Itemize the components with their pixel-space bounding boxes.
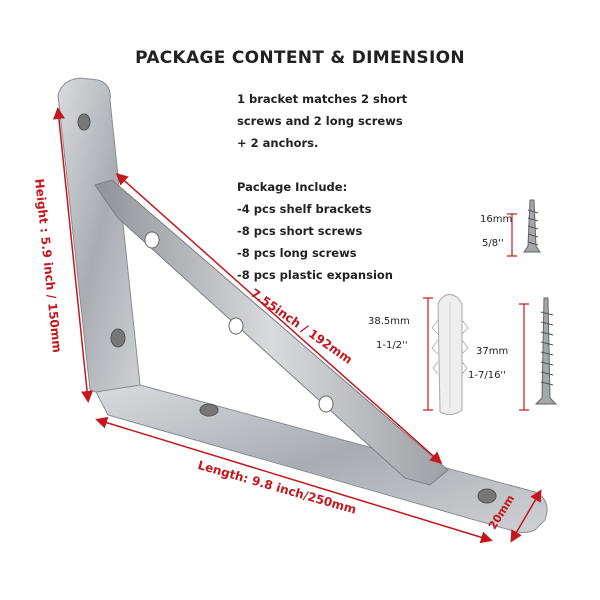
long-screw-inch: 1-7/16'' [468, 370, 506, 381]
long-screw-mm: 37mm [476, 346, 509, 357]
short-screw-icon [507, 199, 541, 257]
package-include-list: Package Include: -4 pcs shelf brackets -… [237, 176, 393, 286]
length-dimension-line [95, 416, 493, 544]
short-screw-mm: 16mm [480, 214, 513, 225]
short-screw-inch: 5/8'' [482, 238, 504, 249]
intro-line: + 2 anchors. [237, 136, 319, 150]
package-item: -4 pcs shelf brackets [237, 202, 372, 216]
package-item: -8 pcs plastic expansion [237, 268, 393, 282]
bracket-match-note: 1 bracket matches 2 short screws and 2 l… [237, 88, 457, 154]
intro-line: screws and 2 long screws [237, 114, 403, 128]
intro-line: 1 bracket matches 2 short [237, 92, 408, 106]
diagonal-dimension-line [115, 173, 443, 464]
package-item: -8 pcs short screws [237, 224, 363, 238]
width-dimension-line [510, 489, 542, 543]
plastic-anchor-icon [423, 294, 469, 416]
package-heading: Package Include: [237, 180, 348, 194]
long-screw-icon [519, 297, 558, 411]
anchor-inch: 1-1/2'' [376, 340, 408, 351]
anchor-mm: 38.5mm [368, 316, 410, 327]
height-dimension-line [52, 107, 94, 403]
page-title: PACKAGE CONTENT & DIMENSION [135, 48, 465, 68]
package-item: -8 pcs long screws [237, 246, 357, 260]
bracket-vertical-plate [57, 77, 141, 396]
